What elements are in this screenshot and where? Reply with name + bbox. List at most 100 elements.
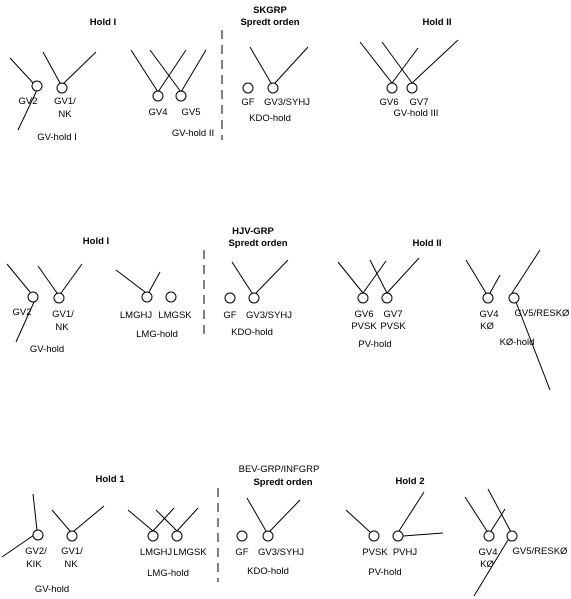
unit-lmg: LMGHJ LMGSK bbox=[115, 269, 192, 321]
svg-text:GV1/: GV1/ bbox=[52, 309, 74, 320]
svg-text:LMGHJ: LMGHJ bbox=[140, 547, 172, 558]
unit-gv6-gv7: GV6 GV7 bbox=[359, 39, 459, 108]
unit-lmg: LMGHJ LMGSK bbox=[127, 507, 207, 558]
svg-text:PVSK: PVSK bbox=[351, 321, 377, 332]
group-label: GV-hold III bbox=[394, 108, 439, 119]
svg-text:PVSK: PVSK bbox=[362, 547, 388, 558]
hold-right-heading: Hold II bbox=[412, 238, 441, 249]
soldier-marker bbox=[66, 530, 78, 542]
svg-text:GV4: GV4 bbox=[478, 547, 497, 558]
svg-text:GV5: GV5 bbox=[181, 107, 200, 118]
svg-text:KØ: KØ bbox=[480, 559, 494, 570]
svg-text:GF: GF bbox=[235, 547, 248, 558]
soldier-marker bbox=[386, 82, 398, 94]
soldier-marker bbox=[368, 530, 380, 542]
unit-gv2: GV2 bbox=[9, 57, 43, 131]
svg-text:GV6: GV6 bbox=[379, 97, 398, 108]
group-label: GV-hold bbox=[35, 584, 69, 595]
section-bev-grp: Hold 1 BEV-GRP/INFGRP Spredt orden Hold … bbox=[1, 464, 569, 597]
svg-text:GV5/RESKØ: GV5/RESKØ bbox=[515, 308, 571, 319]
unit-gv4-gv5: GV4 KØ GV5/RESKØ bbox=[465, 249, 571, 391]
section-title: BEV-GRP/INFGRP bbox=[239, 464, 320, 475]
soldier-marker bbox=[171, 530, 183, 542]
section-skgrp: Hold I SKGRP Spredt orden Hold II GV2 GV… bbox=[9, 5, 459, 143]
soldier-marker bbox=[248, 292, 260, 304]
svg-text:NK: NK bbox=[64, 559, 78, 570]
hold-right-heading: Hold II bbox=[422, 17, 451, 28]
group-label: KØ-hold bbox=[500, 337, 535, 348]
soldier-marker bbox=[381, 292, 393, 304]
unit-gv6-gv7: GV6 PVSK GV7 PVSK bbox=[337, 257, 420, 332]
soldier-marker bbox=[165, 291, 177, 303]
soldier-marker bbox=[175, 90, 187, 102]
hold-right-heading: Hold 2 bbox=[395, 476, 424, 487]
soldier-marker bbox=[482, 292, 494, 304]
svg-text:PVSK: PVSK bbox=[380, 321, 406, 332]
soldier-marker bbox=[508, 292, 520, 304]
svg-text:GF: GF bbox=[241, 97, 254, 108]
soldier-marker bbox=[152, 90, 164, 102]
soldier-marker bbox=[31, 80, 43, 92]
group-label: KDO-hold bbox=[231, 327, 273, 338]
section-subtitle: Spredt orden bbox=[253, 477, 312, 488]
soldier-marker bbox=[236, 530, 248, 542]
group-label: LMG-hold bbox=[147, 568, 189, 579]
unit-gf-gv3: GF GV3/SYHJ bbox=[241, 46, 310, 108]
unit-gv2: GV2 bbox=[6, 263, 39, 343]
svg-text:GV2: GV2 bbox=[18, 96, 37, 107]
soldier-marker bbox=[27, 291, 39, 303]
unit-gf-gv3: GF GV3/SYHJ bbox=[223, 259, 292, 321]
group-label: GV-hold II bbox=[172, 128, 214, 139]
hold-left-heading: Hold I bbox=[83, 236, 109, 247]
svg-text:LMGHJ: LMGHJ bbox=[120, 310, 152, 321]
hold-left-heading: Hold 1 bbox=[95, 474, 125, 485]
section-title: HJV-GRP bbox=[232, 226, 274, 237]
unit-pv: PVSK PVHJ bbox=[345, 491, 444, 558]
svg-text:KØ: KØ bbox=[480, 321, 494, 332]
unit-gf-gv3: GF GV3/SYHJ bbox=[235, 497, 304, 558]
svg-text:NK: NK bbox=[58, 109, 72, 120]
group-label: KDO-hold bbox=[249, 113, 291, 124]
section-subtitle: Spredt orden bbox=[240, 17, 299, 28]
svg-text:NK: NK bbox=[55, 322, 69, 333]
soldier-marker bbox=[32, 529, 44, 541]
svg-text:GV3/SYHJ: GV3/SYHJ bbox=[258, 547, 304, 558]
unit-gv1: GV1/ NK bbox=[51, 505, 105, 570]
group-label: PV-hold bbox=[368, 567, 401, 578]
soldier-marker bbox=[147, 530, 159, 542]
svg-text:GV3/SYHJ: GV3/SYHJ bbox=[264, 97, 310, 108]
svg-text:GV6: GV6 bbox=[354, 309, 373, 320]
soldier-marker bbox=[224, 292, 236, 304]
svg-text:GV7: GV7 bbox=[383, 309, 402, 320]
soldier-marker bbox=[242, 82, 254, 94]
section-subtitle: Spredt orden bbox=[228, 238, 287, 249]
unit-gv2: GV2/ KIK bbox=[1, 493, 47, 570]
group-label: GV-hold bbox=[30, 344, 64, 355]
unit-gv4-gv5: GV4 KØ GV5/RESKØ bbox=[464, 488, 569, 597]
svg-text:PVHJ: PVHJ bbox=[393, 547, 418, 558]
unit-gv1: GV1/ NK bbox=[42, 51, 97, 120]
group-label: GV-hold I bbox=[37, 132, 77, 143]
soldier-marker bbox=[392, 530, 404, 542]
svg-text:KIK: KIK bbox=[26, 559, 42, 570]
soldier-marker bbox=[267, 82, 279, 94]
section-title: SKGRP bbox=[253, 5, 287, 16]
soldier-marker bbox=[483, 530, 495, 542]
svg-text:GV4: GV4 bbox=[479, 309, 498, 320]
soldier-marker bbox=[262, 530, 274, 542]
svg-text:GV1/: GV1/ bbox=[61, 546, 83, 557]
svg-text:GF: GF bbox=[223, 310, 236, 321]
unit-gv1: GV1/ NK bbox=[37, 263, 83, 333]
svg-text:LMGSK: LMGSK bbox=[158, 310, 192, 321]
svg-text:GV4: GV4 bbox=[148, 107, 167, 118]
svg-text:GV5/RESKØ: GV5/RESKØ bbox=[513, 546, 569, 557]
soldier-marker bbox=[506, 530, 518, 542]
svg-text:GV2: GV2 bbox=[12, 307, 31, 318]
svg-text:GV2/: GV2/ bbox=[25, 546, 47, 557]
svg-text:GV3/SYHJ: GV3/SYHJ bbox=[246, 310, 292, 321]
section-hjv-grp: Hold I HJV-GRP Spredt orden Hold II GV2 … bbox=[6, 226, 571, 391]
soldier-marker bbox=[53, 292, 65, 304]
svg-text:GV1/: GV1/ bbox=[54, 96, 76, 107]
unit-gv4-gv5: GV4 GV5 bbox=[130, 49, 207, 118]
